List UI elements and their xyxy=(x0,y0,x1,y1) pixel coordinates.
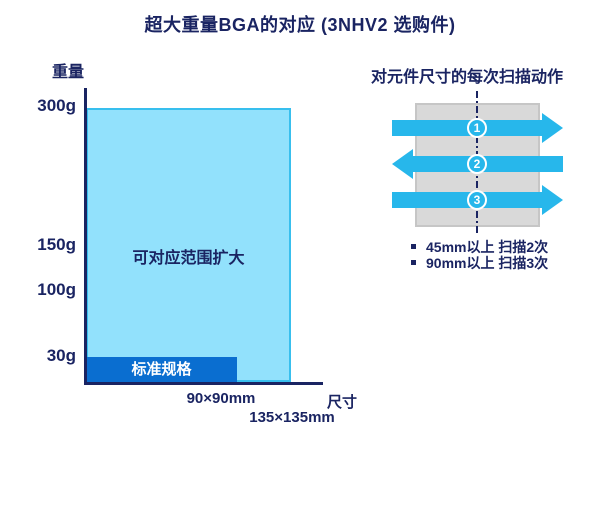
scan-arrow-2: 2 xyxy=(392,149,563,179)
scan-diagram-title: 对元件尺寸的每次扫描动作 xyxy=(370,69,563,86)
scan-arrow-2-number-badge: 2 xyxy=(467,154,487,174)
expanded-range-label: 可对应范围扩大 xyxy=(132,250,245,267)
standard-spec-bar: 标准规格 xyxy=(86,357,237,382)
y-tick-150g: 150g xyxy=(37,235,76,254)
x-tick-135mm: 135×135mm xyxy=(249,409,335,426)
scan-arrow-3: 3 xyxy=(392,185,563,215)
page-title: 超大重量BGA的对应 (3NHV2 选购件) xyxy=(144,15,456,35)
scan-arrow-1-right-arrowhead-icon xyxy=(542,113,563,143)
y-tick-100g: 100g xyxy=(37,280,76,299)
expanded-range-area: 可对应范围扩大 xyxy=(86,108,291,382)
scan-arrow-2-body xyxy=(413,156,563,172)
scan-note-1-text: 45mm以上 扫描2次 xyxy=(426,239,549,255)
y-axis-line xyxy=(84,88,87,385)
x-axis-line xyxy=(84,382,323,385)
scan-arrow-1-number-badge: 1 xyxy=(467,118,487,138)
y-tick-30g: 30g xyxy=(46,346,76,365)
bullet-square-icon xyxy=(411,260,416,265)
y-tick-300g: 300g xyxy=(37,96,76,115)
scan-arrow-3-right-arrowhead-icon xyxy=(542,185,563,215)
scan-arrow-2-left-arrowhead-icon xyxy=(392,149,413,179)
bullet-square-icon xyxy=(411,244,416,249)
scan-arrow-3-number-badge: 3 xyxy=(467,190,487,210)
scan-note-2-text: 90mm以上 扫描3次 xyxy=(426,255,549,271)
x-axis-label: 尺寸 xyxy=(327,394,358,411)
y-axis-label: 重量 xyxy=(52,64,85,81)
scan-arrow-1: 1 xyxy=(392,113,563,143)
x-tick-90mm: 90×90mm xyxy=(186,390,256,407)
